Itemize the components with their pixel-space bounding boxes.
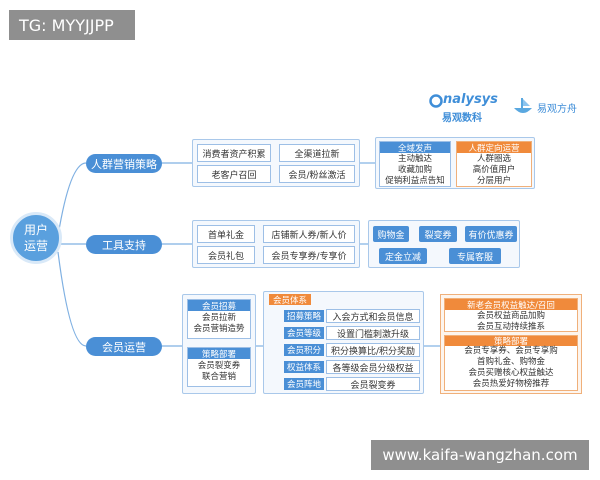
tool-cell: 首单礼金: [197, 225, 255, 243]
member-system-tag: 招募策略: [284, 310, 324, 322]
crowd-target-item: 高价值用户: [472, 165, 516, 175]
all-domain-title: 全域发声: [380, 142, 450, 154]
member-deploy-box: 策略部署 会员专享券、会员专享购 首购礼金、购物金 会员买赠核心权益触达 会员热…: [444, 335, 578, 391]
member-recall-group: 新老会员权益触达/召回 会员权益商品加购 会员互动持续推系 策略部署 会员专享券…: [440, 294, 582, 394]
crowd-cell: 消费者资产积累: [197, 144, 271, 162]
member-recall-item: 会员权益商品加购: [476, 311, 545, 321]
crowd-target-item: 分层用户: [476, 176, 511, 186]
tool-buttons-group: 购物金 裂变券 有价优惠券 定金立减 专属客服: [368, 220, 520, 268]
member-strategy-items: 会员裂变券 联合营销: [188, 361, 250, 383]
branch-crowd-strategy: 人群营销策略: [86, 154, 162, 173]
all-domain-items: 主动触达 收藏加购 促销利益点告知: [380, 154, 450, 187]
member-deploy-item: 会员专享券、会员专享购: [464, 346, 558, 356]
member-system-row: 会员阵地 会员裂变券: [284, 376, 422, 392]
member-recruit-box: 会员招募 会员拉新 会员营销造势: [187, 299, 251, 339]
member-recall-item: 会员互动持续推系: [476, 322, 545, 332]
member-system-tag: 会员积分: [284, 344, 324, 356]
member-system-row: 会员等级 设置门槛刺激升级: [284, 325, 422, 341]
member-recruit-group: 会员招募 会员拉新 会员营销造势 策略部署 会员裂变券 联合营销: [182, 294, 256, 394]
member-strategy-title: 策略部署: [188, 348, 250, 360]
member-recruit-item: 会员营销造势: [193, 324, 245, 334]
tool-button: 有价优惠券: [465, 226, 517, 242]
member-strategy-box: 策略部署 会员裂变券 联合营销: [187, 347, 251, 387]
member-recruit-item: 会员拉新: [201, 313, 236, 323]
member-system-row: 招募策略 入会方式和会员信息: [284, 308, 422, 324]
member-system-row: 权益体系 各等级会员分级权益: [284, 359, 422, 375]
tool-cell: 会员礼包: [197, 246, 255, 264]
yiguan-logo-cn: 易观方舟: [537, 104, 577, 115]
crowd-cell: 会员/粉丝激活: [279, 165, 355, 183]
tool-button: 定金立减: [379, 248, 427, 264]
watermark-top: TG: MYYJJPP: [9, 10, 135, 40]
member-deploy-item: 首购礼金、购物金: [476, 357, 545, 367]
tool-button: 购物金: [373, 226, 409, 242]
member-strategy-item: 会员裂变券: [197, 361, 241, 371]
member-deploy-item: 会员买赠核心权益触达: [468, 368, 554, 378]
ark-icon: [514, 98, 532, 113]
crowd-channels-group: 全域发声 主动触达 收藏加购 促销利益点告知 人群定向运营 人群圈选 高价值用户…: [375, 137, 535, 189]
member-system-tag: 会员等级: [284, 327, 324, 339]
member-system-text: 积分换算比/积分奖励: [326, 343, 420, 357]
branch-tool-support: 工具支持: [86, 235, 162, 254]
root-line2: 运营: [23, 239, 48, 253]
member-system-row: 会员积分 积分换算比/积分奖励: [284, 342, 422, 358]
all-domain-item: 促销利益点告知: [385, 176, 445, 186]
member-strategy-item: 联合营销: [201, 372, 236, 382]
member-system-title: 会员体系: [269, 294, 311, 306]
member-recall-items: 会员权益商品加购 会员互动持续推系: [445, 311, 577, 333]
analysys-logo-en: nalysys: [443, 92, 498, 107]
member-recruit-items: 会员拉新 会员营销造势: [188, 313, 250, 335]
root-line1: 用户: [23, 223, 48, 237]
all-domain-box: 全域发声 主动触达 收藏加购 促销利益点告知: [379, 141, 451, 187]
analysys-swirl-icon: [429, 94, 443, 108]
tool-button: 裂变券: [419, 226, 457, 242]
member-deploy-items: 会员专享券、会员专享购 首购礼金、购物金 会员买赠核心权益触达 会员热爱好物榜推…: [445, 346, 577, 390]
tool-cell: 会员专享券/专享价: [263, 246, 355, 264]
branch-member-ops: 会员运营: [86, 337, 162, 356]
crowd-target-item: 人群圈选: [476, 154, 511, 164]
member-recruit-title: 会员招募: [188, 300, 250, 312]
root-node: 用户 运营: [10, 212, 62, 264]
crowd-target-title: 人群定向运营: [457, 142, 531, 154]
tool-button: 专属客服: [449, 248, 501, 264]
all-domain-item: 主动触达: [397, 154, 432, 164]
analysys-logo-cn: 易观数科: [442, 113, 482, 124]
watermark-bottom: www.kaifa-wangzhan.com: [371, 440, 589, 470]
crowd-cell: 全渠道拉新: [279, 144, 355, 162]
member-deploy-title: 策略部署: [445, 336, 577, 347]
member-system-text: 会员裂变券: [326, 377, 420, 391]
crowd-target-items: 人群圈选 高价值用户 分层用户: [457, 154, 531, 187]
crowd-cells-group: 消费者资产积累 全渠道拉新 老客户召回 会员/粉丝激活: [192, 139, 360, 187]
member-system-text: 各等级会员分级权益: [326, 360, 420, 374]
yiguan-logo: 易观方舟: [512, 96, 592, 124]
member-system-tag: 会员阵地: [284, 378, 324, 390]
analysys-logo: nalysys 易观数科: [428, 92, 508, 124]
member-system-group: 会员体系 招募策略 入会方式和会员信息 会员等级 设置门槛刺激升级 会员积分 积…: [263, 291, 424, 394]
member-system-text: 入会方式和会员信息: [326, 309, 420, 323]
member-system-text: 设置门槛刺激升级: [326, 326, 420, 340]
crowd-cell: 老客户召回: [197, 165, 271, 183]
member-system-tag: 权益体系: [284, 361, 324, 373]
all-domain-item: 收藏加购: [397, 165, 432, 175]
tool-cell: 店铺新人券/新人价: [263, 225, 355, 243]
member-recall-box: 新老会员权益触达/召回 会员权益商品加购 会员互动持续推系: [444, 298, 578, 332]
member-deploy-item: 会员热爱好物榜推荐: [472, 379, 550, 389]
crowd-target-box: 人群定向运营 人群圈选 高价值用户 分层用户: [456, 141, 532, 187]
member-recall-title: 新老会员权益触达/召回: [445, 299, 577, 311]
tool-cells-group: 首单礼金 店铺新人券/新人价 会员礼包 会员专享券/专享价: [192, 220, 360, 268]
